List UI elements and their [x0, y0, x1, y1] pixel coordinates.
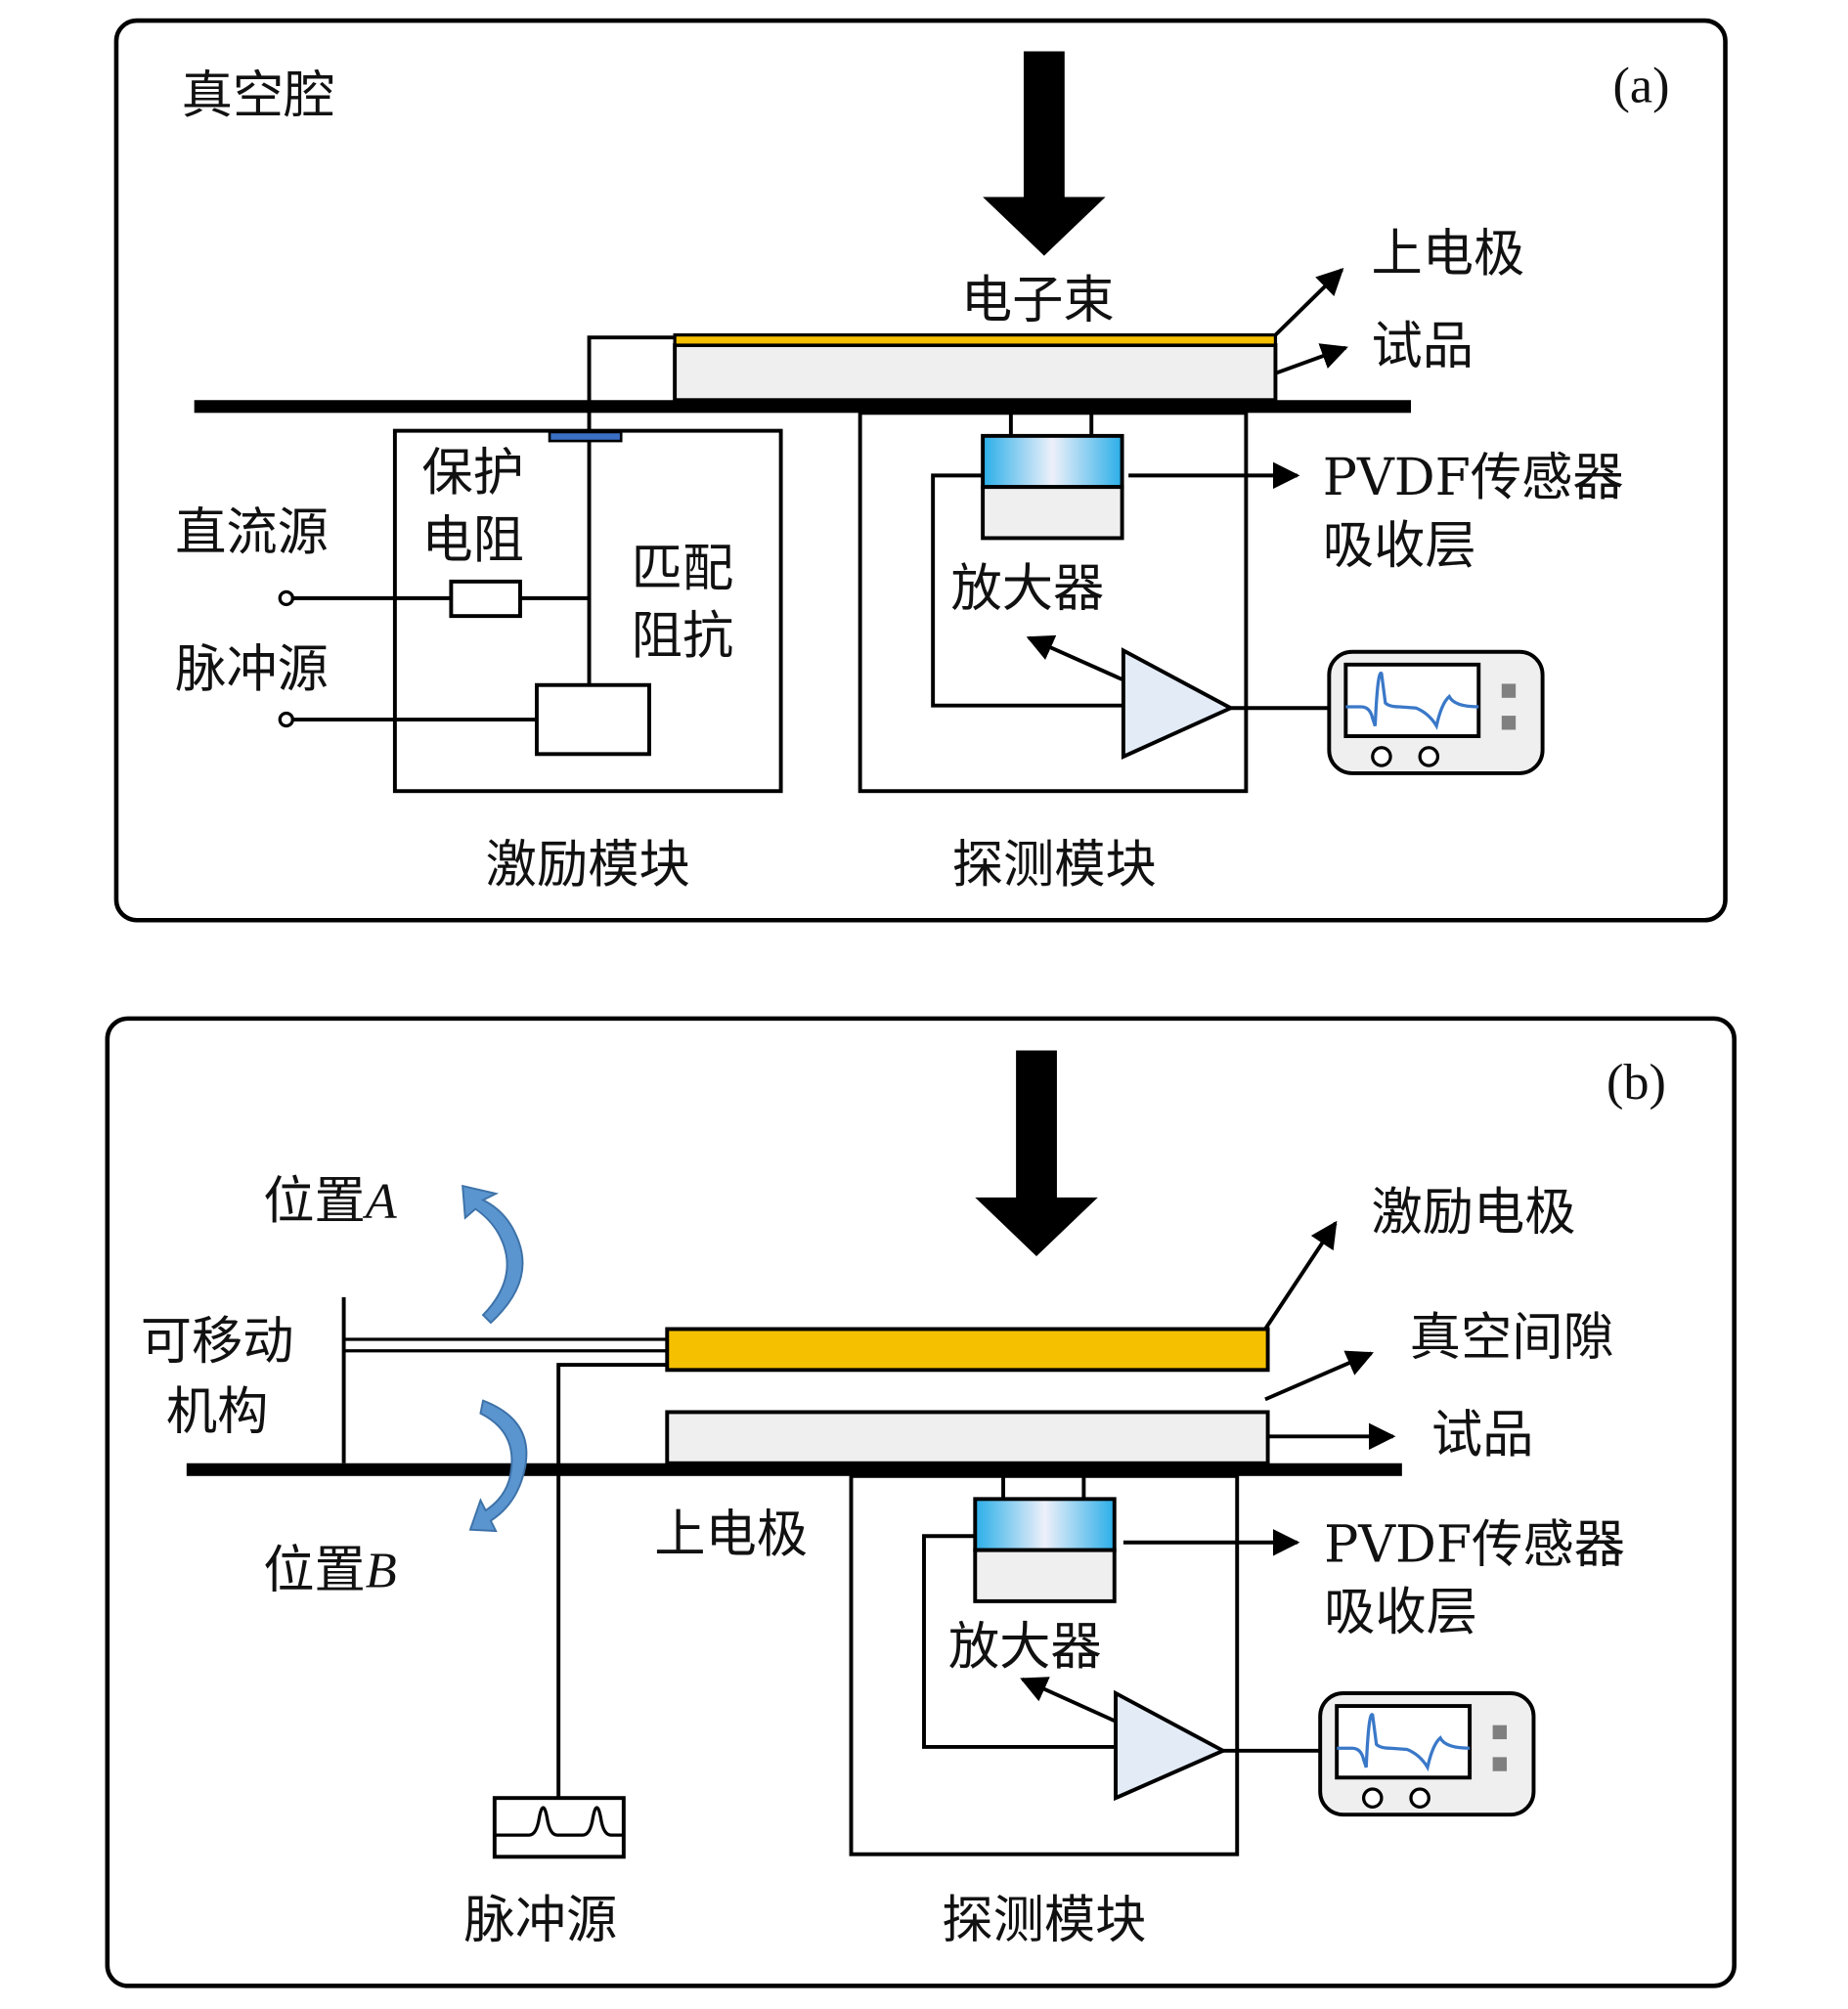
sensor-to-amplifier-wire	[931, 473, 1123, 708]
sensor-to-amplifier-wire	[922, 1534, 1117, 1749]
oscilloscope-icon	[1318, 1691, 1536, 1817]
top-electrode-label: 上电极	[1371, 224, 1524, 284]
pvdf-sensor-label: PVDF传感器	[1324, 1514, 1625, 1574]
amplifier-symbol	[1121, 647, 1236, 760]
pvdf-sensor	[973, 1497, 1117, 1552]
excitation-electrode-label: 激励电极	[1371, 1183, 1575, 1243]
specimen-label: 试品	[1431, 1405, 1534, 1464]
waveform	[1345, 672, 1479, 730]
feedthrough-contact	[548, 430, 623, 443]
protect-resistor-label-line2: 电阻	[421, 510, 524, 570]
pulse-source-icon	[492, 1796, 626, 1859]
top-electrode-pointer	[1274, 268, 1344, 337]
electron-beam-label: 电子束	[961, 270, 1115, 329]
ground-plate	[186, 1463, 1402, 1476]
pulse-source-wire	[556, 1363, 668, 1799]
movable-mechanism-label-line1: 可移动	[141, 1312, 294, 1372]
top-electrode-label: 上电极	[654, 1505, 808, 1564]
panel-b: (b) 可移动 机构 脉冲源 位置A 位置B 上电极 激励电极 真空间隙	[105, 1016, 1737, 1988]
pvdf-sensor	[981, 433, 1124, 490]
excitation-electrode-pointer	[1263, 1220, 1338, 1331]
vacuum-gap-label: 真空间隙	[1410, 1308, 1614, 1368]
detection-module-box	[858, 411, 1249, 794]
position-b-label: 位置B	[263, 1541, 396, 1600]
absorber-layer	[973, 1548, 1117, 1603]
specimen	[673, 343, 1278, 403]
pulse-source-terminal	[278, 711, 294, 728]
pulse-source-label: 脉冲源	[463, 1891, 617, 1950]
electrode-lead-wire	[587, 335, 676, 438]
amplifier-label: 放大器	[950, 559, 1104, 619]
pulse-source-label: 脉冲源	[175, 639, 329, 699]
panel-b-tag: (b)	[1606, 1054, 1666, 1111]
curved-arrow-down-icon	[468, 1399, 528, 1533]
movable-mechanism-label-line2: 机构	[166, 1381, 269, 1441]
specimen-label: 试品	[1371, 316, 1474, 375]
pvdf-sensor-label: PVDF传感器	[1323, 448, 1624, 507]
excitation-module-label: 激励模块	[486, 835, 690, 895]
dc-source-terminal	[278, 590, 294, 607]
amplifier-label: 放大器	[948, 1617, 1102, 1677]
matching-impedance-label-line1: 匹配	[632, 539, 734, 598]
amplifier-pointer	[1020, 1677, 1117, 1724]
absorber-layer-label: 吸收层	[1323, 515, 1476, 575]
protect-resistor-label-line1: 保护	[421, 443, 524, 502]
panel-a-tag: (a)	[1613, 58, 1670, 114]
electron-beam-arrow-icon	[975, 1050, 1098, 1256]
panel-a: 真空腔 (a) 电子束 上电极 试品 保护 电阻 匹配 阻抗 直流源 脉冲源	[113, 18, 1728, 923]
panel-b-frame	[105, 1016, 1737, 1988]
top-electrode	[673, 332, 1278, 347]
specimen	[665, 1410, 1270, 1465]
excitation-electrode	[665, 1327, 1270, 1373]
vacuum-chamber-frame	[113, 18, 1728, 923]
oscilloscope-icon	[1327, 649, 1545, 775]
dc-source-label: 直流源	[175, 502, 329, 562]
absorber-layer	[981, 485, 1124, 541]
amplifier-symbol	[1114, 1689, 1228, 1802]
matching-impedance-label-line2: 阻抗	[632, 606, 734, 666]
matching-impedance-box	[535, 682, 651, 757]
detection-module-label: 探测模块	[952, 835, 1157, 895]
waveform	[1337, 1713, 1471, 1772]
protection-resistor	[449, 579, 522, 619]
detection-module-label: 探测模块	[942, 1891, 1146, 1950]
position-a-label: 位置A	[263, 1171, 398, 1231]
detection-module-box	[849, 1473, 1240, 1856]
absorber-layer-label: 吸收层	[1324, 1583, 1477, 1642]
ground-plate	[194, 400, 1411, 414]
electron-beam-arrow-icon	[983, 51, 1106, 256]
vacuum-chamber-label: 真空腔	[182, 66, 335, 125]
specimen-pointer	[1274, 343, 1348, 375]
vacuum-gap-pointer	[1264, 1350, 1374, 1402]
amplifier-pointer	[1026, 634, 1124, 682]
curved-arrow-up-icon	[462, 1184, 524, 1325]
